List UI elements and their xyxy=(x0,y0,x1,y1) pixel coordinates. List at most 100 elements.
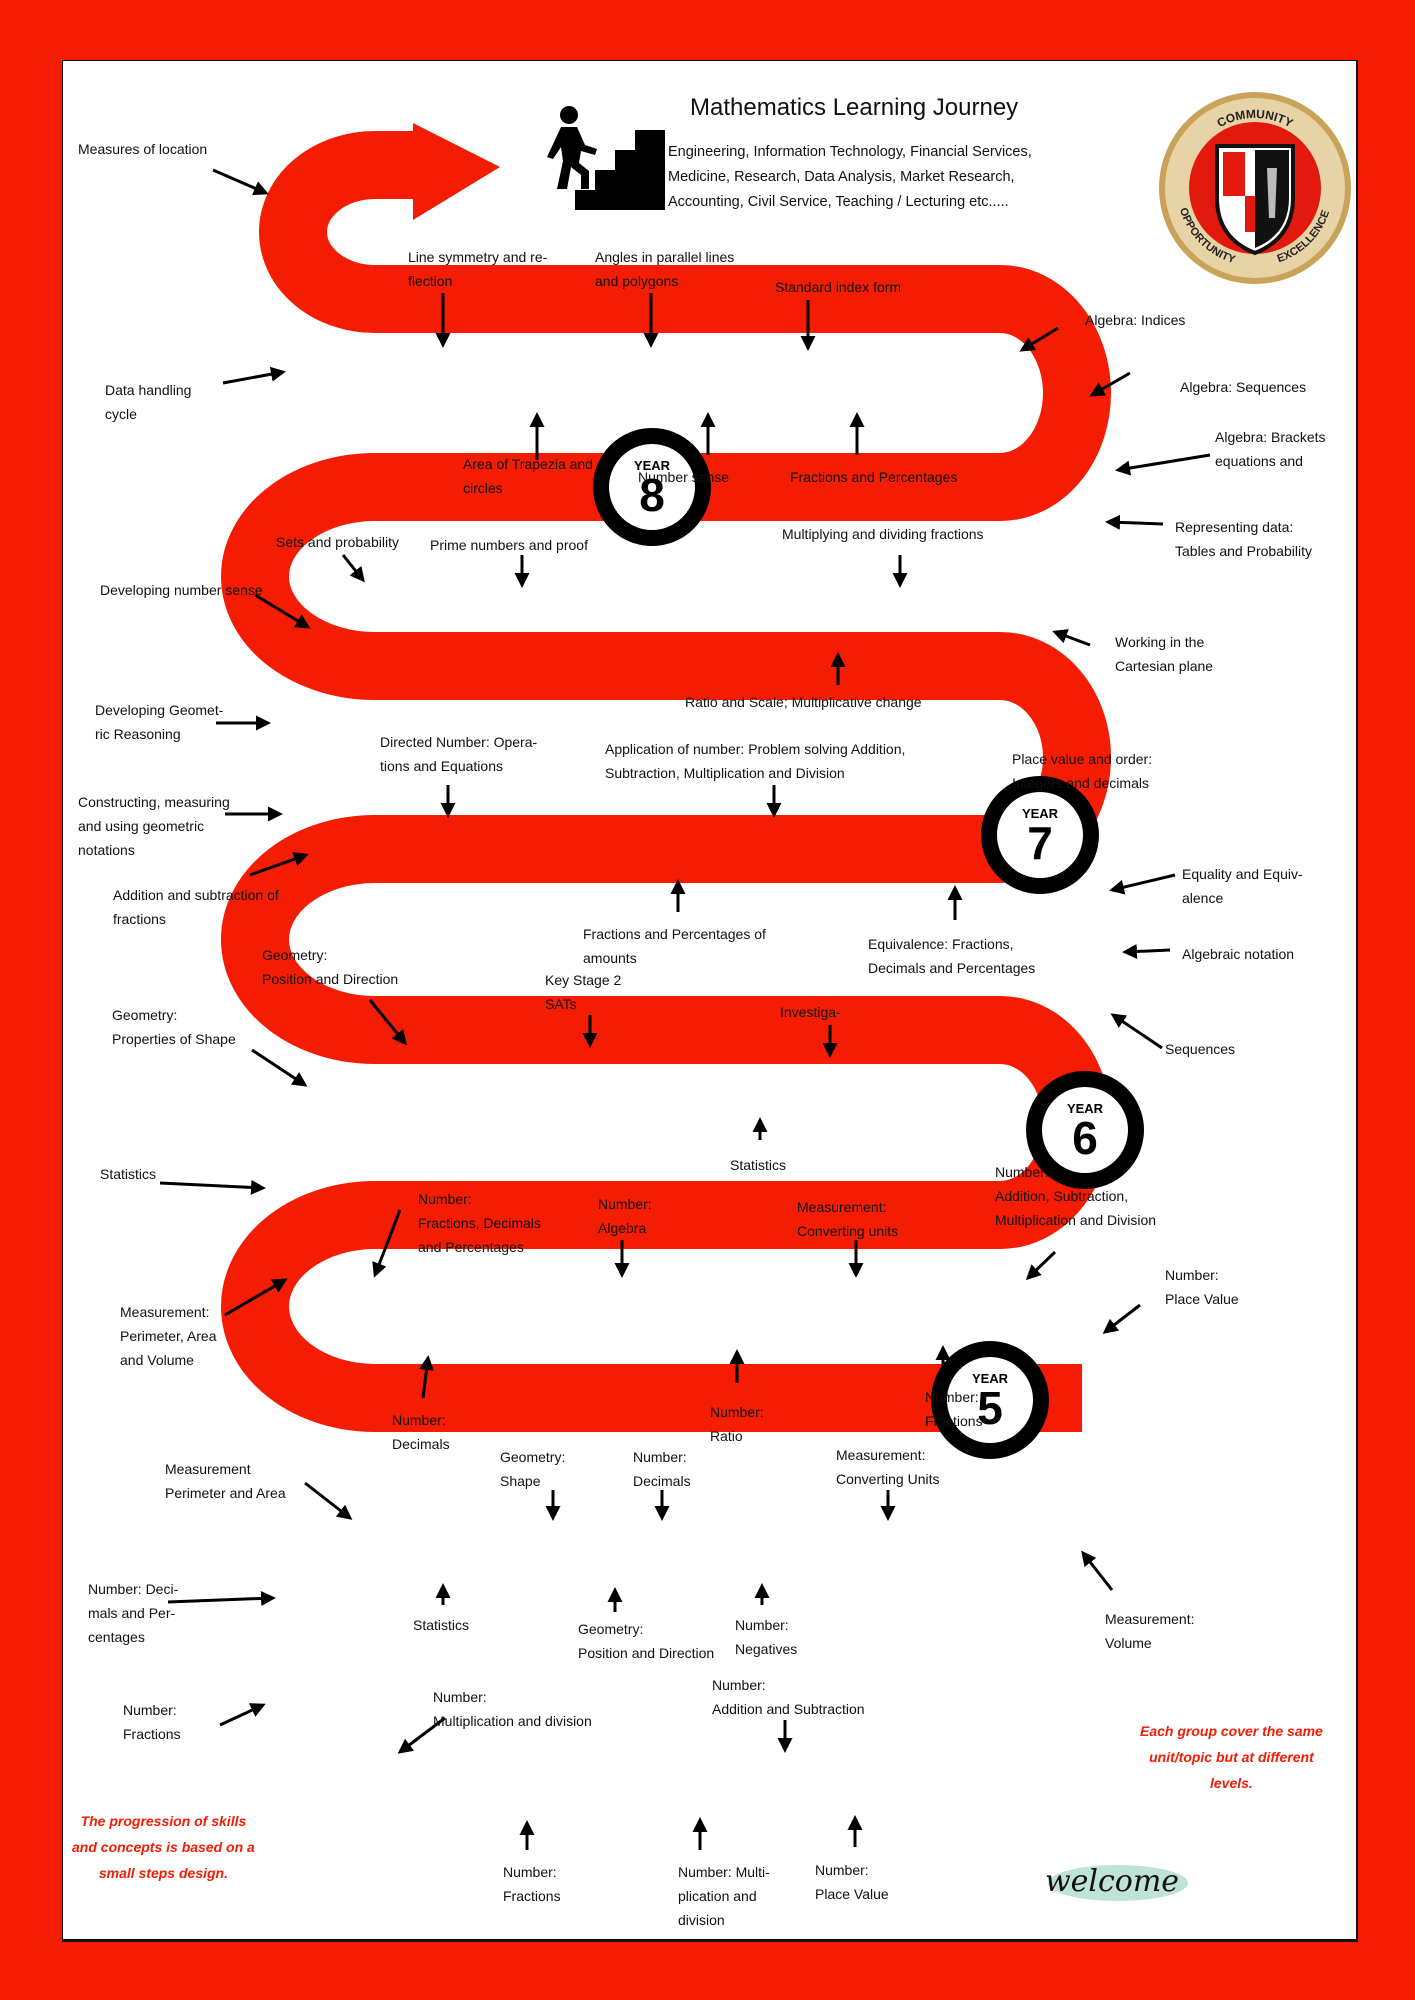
careers-list: Engineering, Information Technology, Fin… xyxy=(668,140,1032,215)
topic-label-line: ric Reasoning xyxy=(95,726,181,742)
topic-label-line: Fractions and Percentages xyxy=(790,469,958,485)
topic-label-line: Fractions, Decimals xyxy=(418,1215,541,1231)
topic-label: Algebra: Brackets equations and xyxy=(1215,425,1326,473)
topic-label: Algebra: Indices xyxy=(1085,308,1185,332)
topic-label-line: Number: xyxy=(418,1191,472,1207)
topic-label-line: Measurement: xyxy=(120,1304,210,1320)
note-line: and concepts is based on a xyxy=(72,1839,255,1855)
topic-label-line: fractions xyxy=(113,911,166,927)
topic-label-line: Place Value xyxy=(1165,1291,1239,1307)
topic-label-line: Properties of Shape xyxy=(112,1031,236,1047)
welcome-logo: welcome xyxy=(1045,1864,1188,1901)
road-arrowhead xyxy=(413,123,500,220)
note-line: levels. xyxy=(1210,1775,1253,1791)
topic-label-line: Number: xyxy=(925,1389,979,1405)
note-line: unit/topic but at different xyxy=(1149,1749,1314,1765)
topic-label-line: Number: xyxy=(433,1689,487,1705)
topic-label-line: Number: xyxy=(633,1449,687,1465)
topic-label-line: Fractions xyxy=(123,1726,181,1742)
topic-label-line: Perimeter and Area xyxy=(165,1485,286,1501)
topic-label: Application of number: Problem solving A… xyxy=(605,737,905,785)
topic-label: Number:Algebra xyxy=(598,1192,652,1240)
topic-label-line: Measurement: xyxy=(836,1447,926,1463)
topic-label-line: Perimeter, Area xyxy=(120,1328,217,1344)
pointer-arrow-icon xyxy=(341,554,365,583)
year-label: YEAR xyxy=(1066,1101,1104,1116)
topic-label-line: Negatives xyxy=(735,1641,798,1657)
topic-label: Ratio and Scale; Multiplicative change xyxy=(685,690,922,714)
topic-label: Number: Multiplication and division xyxy=(433,1685,592,1733)
topic-label: Geometry:Position and Direction xyxy=(262,943,398,991)
topic-label-line: division xyxy=(678,1912,725,1928)
note-line: The progression of skills xyxy=(80,1813,247,1829)
topic-label-line: Algebra: Brackets xyxy=(1215,429,1326,445)
topic-label: Measurement:Converting units xyxy=(797,1195,898,1243)
pointer-arrow-icon xyxy=(1102,1303,1141,1334)
topic-label-line: alence xyxy=(1182,890,1224,906)
topic-label-line: Measurement: xyxy=(1105,1611,1195,1627)
topic-label-line: Constructing, measuring xyxy=(78,794,230,810)
pointer-arrow-icon xyxy=(1081,1550,1114,1591)
topic-label-line: and Percentages xyxy=(418,1239,524,1255)
pointer-arrow-icon xyxy=(1110,1013,1163,1050)
topic-label-line: Multiplication and division xyxy=(433,1713,592,1729)
pointer-arrow-icon xyxy=(249,851,309,877)
topic-label-line: Decimals xyxy=(392,1436,450,1452)
topic-label: Multiplying and dividing fractions xyxy=(782,522,984,546)
topic-label: Equivalence: Fractions, Decimals and Perc… xyxy=(868,932,1035,980)
topic-label: Algebra: Sequences xyxy=(1180,375,1306,399)
road-path xyxy=(221,131,1111,1432)
topic-label-line: Equivalence: Fractions, xyxy=(868,936,1014,952)
topic-label-line: Tables and Probability xyxy=(1175,543,1312,559)
pointer-arrow-icon xyxy=(1115,453,1211,476)
topic-label-line: equations and xyxy=(1215,453,1303,469)
topic-label: Geometry:Shape xyxy=(500,1445,565,1493)
note-small-steps: The progression of skills and concepts i… xyxy=(72,1808,255,1886)
topic-label-line: Number: xyxy=(503,1864,557,1880)
topic-label-line: Working in the xyxy=(1115,634,1205,650)
topic-label: Developing Geomet-ric Reasoning xyxy=(95,698,223,746)
topic-label-line: Angles in parallel lines xyxy=(595,249,735,265)
topic-label-line: Volume xyxy=(1105,1635,1152,1651)
topic-label-line: Sequences xyxy=(1165,1041,1236,1057)
topic-label: Statistics xyxy=(100,1162,156,1186)
pointer-arrow-icon xyxy=(368,999,407,1046)
page-title: Mathematics Learning Journey xyxy=(690,94,1019,121)
topic-label-line: Developing Geomet- xyxy=(95,702,224,718)
year-label: YEAR xyxy=(1021,806,1059,821)
note-same-unit: Each group cover the same unit/topic but… xyxy=(1140,1718,1323,1796)
topic-label-line: Number: Deci- xyxy=(88,1581,179,1597)
topic-label-line: Number: xyxy=(815,1862,869,1878)
welcome-text: welcome xyxy=(1045,1864,1179,1899)
topic-label: Algebraic notation xyxy=(1182,942,1294,966)
topic-label-line: Cartesian plane xyxy=(1115,658,1214,674)
year-label: YEAR xyxy=(971,1371,1009,1386)
topic-label-line: Ratio and Scale; Multiplicative change xyxy=(685,694,922,710)
topic-label-line: Number: Multi- xyxy=(678,1864,770,1880)
topic-label-line: Statistics xyxy=(730,1157,787,1173)
topic-label-line: Prime numbers and proof xyxy=(430,537,588,553)
careers-line: Accounting, Civil Service, Teaching / Le… xyxy=(668,194,1009,210)
topic-label: Representing data:Tables and Probability xyxy=(1175,515,1312,563)
topic-label-line: Equality and Equiv- xyxy=(1182,866,1303,882)
topic-label: Number:Fractions xyxy=(925,1385,983,1433)
topic-label-line: Decimals and Percentages xyxy=(868,960,1036,976)
topic-label-line: Sets and probability xyxy=(276,534,399,550)
note-line: small steps design. xyxy=(98,1865,228,1881)
topic-label-line: Investiga- xyxy=(780,1004,841,1020)
topic-label-line: Number: xyxy=(710,1404,764,1420)
pointer-arrow-icon xyxy=(251,1048,308,1087)
topic-label-line: Geometry: xyxy=(500,1449,566,1465)
topic-label-line: amounts xyxy=(583,950,637,966)
pointer-arrow-icon xyxy=(167,1590,276,1606)
topic-label-line: Algebra: Sequences xyxy=(1180,379,1307,395)
topic-label-line: Number: xyxy=(735,1617,789,1633)
topic-label-line: Number: xyxy=(392,1412,446,1428)
topic-label-line: Statistics xyxy=(413,1617,470,1633)
year-label: YEAR xyxy=(633,458,671,473)
topic-label-line: Standard index form xyxy=(775,279,902,295)
